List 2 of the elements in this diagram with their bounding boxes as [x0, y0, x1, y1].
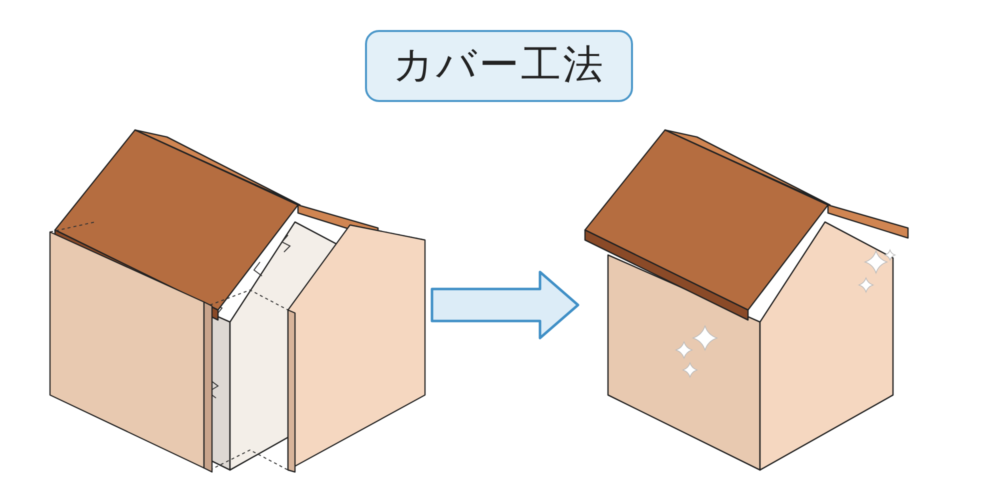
title: カバー工法	[365, 30, 633, 102]
arrow	[430, 270, 580, 340]
